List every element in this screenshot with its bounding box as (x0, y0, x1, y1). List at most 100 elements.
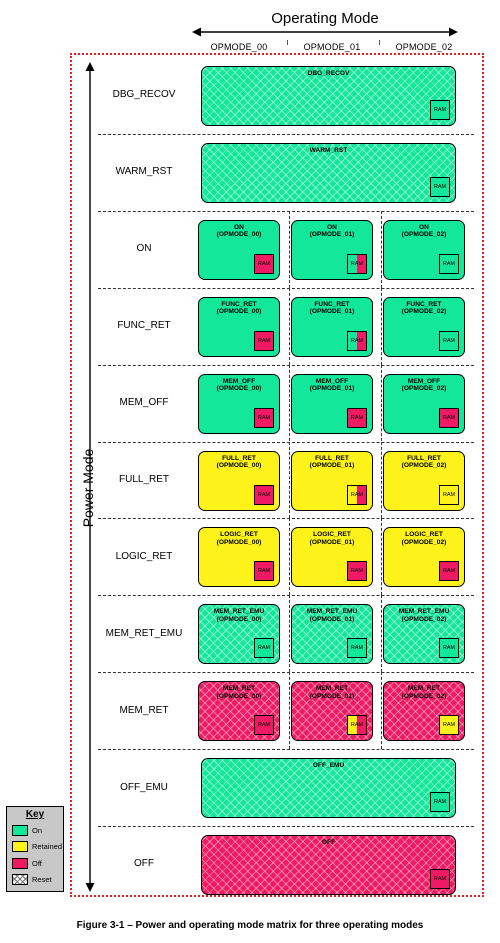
state-on-opmode-00: ON(OPMODE_00) RAM (198, 219, 280, 280)
state-label: FUNC_RET(OPMODE_01) (292, 301, 372, 316)
ram-block: RAM (347, 561, 367, 582)
row-label-off-emu: OFF_EMU (120, 781, 168, 793)
row-separator (98, 287, 474, 289)
state-label: ON(OPMODE_02) (384, 224, 464, 239)
state-name: FULL_RET (407, 454, 441, 462)
ram-block: RAM (347, 715, 367, 736)
state-label: MEM_RET_EMU(OPMODE_01) (292, 608, 372, 623)
row-label-mem-off: MEM_OFF (119, 397, 169, 409)
state-opmode: (OPMODE_01) (309, 385, 355, 393)
state-name: ON (419, 223, 429, 231)
state-on-opmode-01: ON(OPMODE_01)RAM (291, 219, 373, 280)
state-label: FUNC_RET(OPMODE_02) (384, 301, 464, 316)
key-label: Off (32, 858, 42, 868)
state-label: MEM_OFF(OPMODE_02) (384, 378, 464, 393)
column-separator (381, 672, 382, 750)
state-name: ON (234, 223, 244, 231)
row-label-off: OFF (134, 858, 154, 870)
key-swatch (12, 841, 28, 852)
state-opmode: (OPMODE_02) (401, 692, 447, 700)
state-opmode: (OPMODE_00) (216, 615, 262, 623)
ram-block: RAM (439, 715, 459, 736)
state-name: FULL_RET (315, 454, 349, 462)
state-opmode: (OPMODE_00) (216, 231, 262, 239)
state-name: FUNC_RET (314, 300, 350, 308)
state-func-ret-opmode-00: FUNC_RET(OPMODE_00)RAM (198, 296, 280, 357)
ram-block: RAM (439, 484, 459, 505)
column-separator (289, 210, 290, 288)
ram-block: RAM (439, 253, 459, 274)
state-label: MEM_OFF(OPMODE_00) (199, 378, 279, 393)
column-separator (381, 287, 382, 365)
state-logic-ret-opmode-02: LOGIC_RET(OPMODE_02)RAM (383, 527, 465, 588)
state-opmode: (OPMODE_00) (216, 308, 262, 316)
column-separator (289, 672, 290, 750)
key-title: Key (25, 809, 45, 820)
ram-block: RAM (347, 484, 367, 505)
state-mem-off-opmode-01: MEM_OFF(OPMODE_01)RAM (291, 373, 373, 434)
row-label-full-ret: FULL_RET (118, 473, 169, 485)
state-mem-ret-emu-opmode-02: MEM_RET_EMU(OPMODE_02) RAM (383, 604, 465, 665)
state-name: FULL_RET (222, 454, 256, 462)
ram-block: RAM (254, 407, 274, 428)
state-full-ret-opmode-00: FULL_RET(OPMODE_00) RAM (198, 450, 280, 511)
state-opmode: (OPMODE_01) (309, 308, 355, 316)
state-func-ret-opmode-02: FUNC_RET(OPMODE_02) RAM (383, 296, 465, 357)
column-separator (289, 595, 290, 673)
column-separator (289, 441, 290, 519)
key-swatch (12, 874, 28, 885)
column-separator (381, 518, 382, 596)
state-label: LOGIC_RET(OPMODE_00) (199, 531, 279, 546)
state-mem-off-opmode-00: MEM_OFF(OPMODE_00) RAM (198, 373, 280, 434)
ram-block: RAM (347, 253, 367, 274)
row-separator (98, 364, 474, 366)
ram-block: RAM (254, 253, 274, 274)
power-mode-title: Power Mode (80, 448, 96, 528)
key-label: Reset (32, 875, 52, 884)
ram-block: RAM (254, 715, 274, 736)
state-opmode: (OPMODE_01) (309, 231, 355, 239)
row-label-mem-ret: MEM_RET (119, 704, 169, 716)
state-opmode: (OPMODE_02) (401, 385, 447, 393)
key-swatch (12, 857, 28, 869)
state-opmode: (OPMODE_02) (401, 308, 447, 316)
ram-block: RAM (430, 176, 450, 197)
state-label: FULL_RET(OPMODE_01) (292, 455, 372, 470)
state-logic-ret-opmode-00: LOGIC_RET(OPMODE_00)RAM (198, 527, 280, 588)
key-swatch (12, 824, 28, 836)
state-on-opmode-02: ON(OPMODE_02) RAM (383, 219, 465, 280)
ram-block: RAM (254, 484, 274, 505)
key-item-on: On (12, 824, 42, 836)
state-opmode: (OPMODE_00) (216, 462, 262, 469)
row-separator (98, 672, 474, 674)
ram-block: RAM (439, 407, 459, 428)
state-label: MEM_RET(OPMODE_02) (384, 685, 464, 700)
column-header-opmode-01: OPMODE_01 (303, 42, 361, 52)
ram-block: RAM (439, 638, 459, 659)
state-opmode: (OPMODE_02) (401, 615, 447, 623)
column-separator (289, 287, 290, 365)
state-name: MEM_RET (407, 685, 441, 693)
state-opmode: (OPMODE_02) (401, 462, 447, 469)
state-mem-ret-opmode-02: MEM_RET(OPMODE_02) RAM (383, 681, 465, 742)
ram-block: RAM (439, 330, 459, 351)
ram-block: RAM (430, 869, 450, 889)
row-label-on: ON (136, 243, 152, 255)
ram-block: RAM (254, 330, 274, 351)
column-separator (289, 518, 290, 596)
state-label: MEM_RET_EMU(OPMODE_02) (384, 608, 464, 623)
row-separator (98, 518, 474, 520)
state-name: MEM_RET_EMU (398, 608, 450, 616)
ram-block: RAM (430, 792, 450, 813)
state-label: FULL_RET(OPMODE_02) (384, 455, 464, 470)
state-name: LOGIC_RET (313, 531, 351, 539)
state-label: ON(OPMODE_00) (199, 224, 279, 239)
state-label: FULL_RET(OPMODE_00) (199, 455, 279, 470)
state-label: DBG_RECOV (307, 70, 350, 77)
column-separator (381, 210, 382, 288)
state-opmode: (OPMODE_00) (216, 538, 262, 546)
state-name: MEM_RET_EMU (213, 608, 265, 616)
state-name: FUNC_RET (406, 300, 442, 308)
